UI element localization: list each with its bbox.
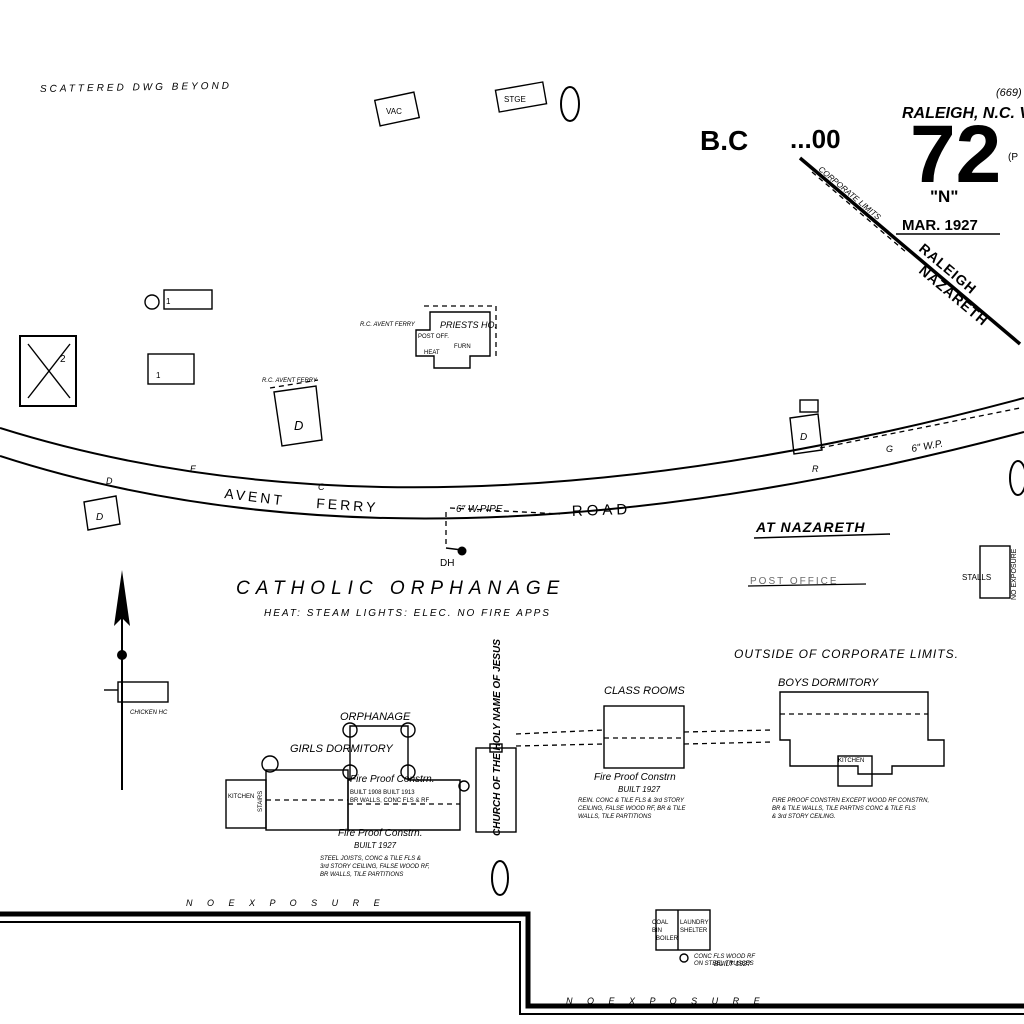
road-name-road: ROAD [572, 501, 632, 520]
no-exposure-label-south: N O E X P O S U R E [566, 996, 766, 1006]
girls-stairs-label: STAIRS [258, 791, 264, 812]
road-letter: G [886, 444, 893, 454]
priests-house [415, 311, 491, 369]
storage-building [494, 81, 548, 113]
avent-ferry-road: AVENT FERRY ROAD 6" W.PIPE 6" W.P. D E C… [0, 397, 1024, 569]
vacant-building [373, 91, 421, 127]
girls-constr-label: Fire Proof Constrn. [338, 828, 422, 839]
church-building: CHURCH OF THE HOLY NAME OF JESUS [475, 639, 517, 836]
east-no-exposure-label: NO EXPOSURE [1011, 548, 1018, 600]
classrooms-title: CLASS ROOMS [604, 685, 685, 697]
coal-bin-label: COAL [652, 920, 669, 926]
orphanage-built-label: BUILT 1908 BUILT 1913 [350, 790, 415, 796]
laundry-label: LAUNDRY [680, 920, 709, 926]
chicken-house [117, 681, 169, 703]
water-pipe-line-east [819, 407, 1021, 449]
corporate-limits-label: CORPORATE LIMITS [817, 165, 883, 223]
dwelling [789, 413, 823, 455]
bin-label: BIN [652, 928, 662, 934]
rc-avent-ferry-note: R.C. AVENT FERRY [360, 322, 416, 328]
rc-avent-ferry-note: R.C. AVENT FERRY [262, 378, 318, 384]
classrooms-constr-label: Fire Proof Constrn [594, 772, 676, 783]
chicken-house-label: CHICKEN HC [130, 710, 168, 716]
dwelling [83, 495, 121, 531]
corner-mark: (P [1008, 152, 1018, 163]
classrooms-building: CLASS ROOMS Fire Proof Constrn BUILT 192… [515, 685, 773, 820]
crossed-building [19, 335, 77, 407]
laundry-building: COAL BIN LAUNDRY SHELTER BOILER CONC FLS… [652, 909, 755, 968]
heat-label: HEAT [424, 350, 440, 356]
sheet-reference: (669) [996, 87, 1022, 99]
girls-dormitory-title: GIRLS DORMITORY [290, 743, 393, 755]
road-letter: E [190, 464, 197, 474]
boys-kitchen-label: KITCHEN [838, 758, 864, 764]
priests-house-label: PRIESTS HO. [440, 320, 497, 330]
tank-symbol [491, 860, 509, 896]
boys-dormitory-title: BOYS DORMITORY [778, 677, 879, 689]
north-orientation-label: "N" [930, 187, 958, 206]
road-letter: D [106, 476, 113, 486]
girls-built-label: BUILT 1927 [354, 841, 397, 850]
stalls-label: STALLS [962, 573, 991, 582]
boiler-label: BOILER [656, 936, 679, 942]
no-exposure-label-west: N O E X P O S U R E [186, 898, 386, 908]
laundry-built-label: BUILT 1927 [714, 961, 752, 968]
outside-corporate-limits-note: OUTSIDE OF CORPORATE LIMITS. [734, 647, 959, 661]
orphanage-building: ORPHANAGE Fire Proof Constrn. BUILT 1908… [340, 711, 470, 831]
building-number: 2 [60, 354, 66, 365]
outbuildings: VAC STGE 1 1 2 PRIESTS HO. POST OFF. HEA… [19, 81, 1024, 716]
institution-name: CATHOLIC ORPHANAGE [236, 578, 565, 599]
furn-label: FURN [454, 344, 471, 350]
stamp-left: B.C [700, 125, 748, 156]
north-arrow-head-icon [114, 570, 130, 626]
road-name-avent: AVENT [224, 485, 286, 508]
tank-symbol [1009, 460, 1024, 496]
page-number: 72 [910, 109, 1001, 200]
girls-kitchen-label: KITCHEN [228, 794, 254, 800]
city-volume-label: RALEIGH, N.C. Vo [902, 105, 1024, 122]
road-name-ferry: FERRY [316, 495, 379, 515]
water-pipe-label: 6" W.PIPE [456, 504, 503, 515]
map-date: MAR. 1927 [902, 217, 978, 234]
at-nazareth-label: AT NAZARETH [755, 519, 866, 535]
vacant-label: VAC [386, 107, 402, 116]
stamp-right: ...00 [790, 124, 841, 154]
road-letter: R [812, 464, 819, 474]
tank-symbol [560, 86, 580, 122]
water-pipe-label-east: 6" W.P. [911, 439, 944, 455]
road-letter: C [318, 482, 325, 492]
east-stall-building [979, 545, 1011, 599]
orphanage-constr-label: Fire Proof Constrn. [350, 774, 434, 785]
top-note: SCATTERED DWG BEYOND [40, 81, 232, 95]
shelter-label: SHELTER [680, 928, 708, 934]
institution-services: HEAT: STEAM LIGHTS: ELEC. NO FIRE APPS [264, 608, 551, 619]
church-title: CHURCH OF THE HOLY NAME OF JESUS [492, 639, 503, 836]
hydrant-marker [457, 546, 467, 556]
girls-dormitory: GIRLS DORMITORY KITCHEN STAIRS Fire Proo… [225, 743, 422, 850]
orphanage-title: ORPHANAGE [340, 711, 411, 723]
property-boundary: N O E X P O S U R E N O E X P O S U R E [0, 898, 1024, 1015]
classrooms-built-label: BUILT 1927 [618, 785, 661, 794]
post-office-short-label: POST OFF. [418, 334, 449, 340]
north-arrow [114, 570, 130, 790]
orphanage-notes: BR WALLS, CONC FLS & RF [350, 798, 429, 804]
dwelling [273, 385, 323, 447]
post-office-label: POST OFFICE [750, 576, 839, 587]
dwelling-label: D [294, 418, 303, 433]
dwelling-label: D [800, 432, 807, 443]
girls-construction-notes: STEEL JOISTS, CONC & TILE FLS &3rd STORY… [320, 856, 430, 878]
dwelling-label: D [96, 512, 103, 523]
storage-label: STGE [504, 95, 526, 104]
title-block: (669) RALEIGH, N.C. Vo 72 (P "N" MAR. 19… [700, 87, 1024, 235]
water-pipe-line [449, 507, 561, 515]
building-number: 1 [166, 297, 171, 306]
hydrant-label: DH [440, 558, 454, 569]
building-number: 1 [156, 371, 161, 380]
boys-dormitory: BOYS DORMITORY KITCHEN FIRE PROOF CONSTR… [772, 677, 945, 820]
boys-construction-notes: FIRE PROOF CONSTRN EXCEPT WOOD RF CONSTR… [772, 798, 929, 820]
